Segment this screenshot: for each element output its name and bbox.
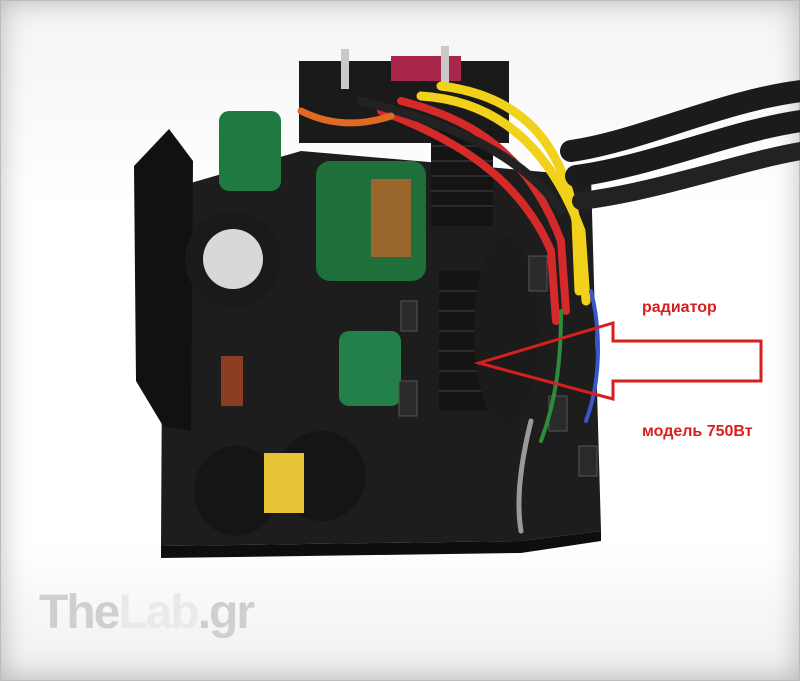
- radiator-label: радиатор: [642, 299, 717, 316]
- logo-part-gr: .gr: [197, 586, 255, 639]
- connector-post-2: [441, 46, 449, 86]
- cable-bundle: [297, 80, 800, 534]
- logo-part-lab: Lab: [118, 586, 199, 639]
- connector-post-1: [341, 49, 349, 89]
- model-label: модель 750Вт: [642, 423, 753, 440]
- connector-red: [391, 56, 461, 81]
- choke-1: [194, 446, 278, 536]
- annotation-arrow: [473, 320, 763, 401]
- left-heatsink: [134, 129, 193, 431]
- toroid-coil: [474, 236, 538, 426]
- green-transformer-1: [219, 111, 281, 191]
- thelab-logo: TheLab.gr: [39, 585, 255, 640]
- main-capacitor-top: [203, 229, 263, 289]
- yellow-capacitor: [264, 453, 304, 513]
- brown-component: [221, 356, 243, 406]
- green-transformer-3: [339, 331, 401, 406]
- logo-part-the: The: [39, 586, 120, 639]
- small-capacitors: [398, 255, 598, 477]
- copper-winding: [371, 179, 411, 257]
- pcb-edge: [161, 531, 601, 558]
